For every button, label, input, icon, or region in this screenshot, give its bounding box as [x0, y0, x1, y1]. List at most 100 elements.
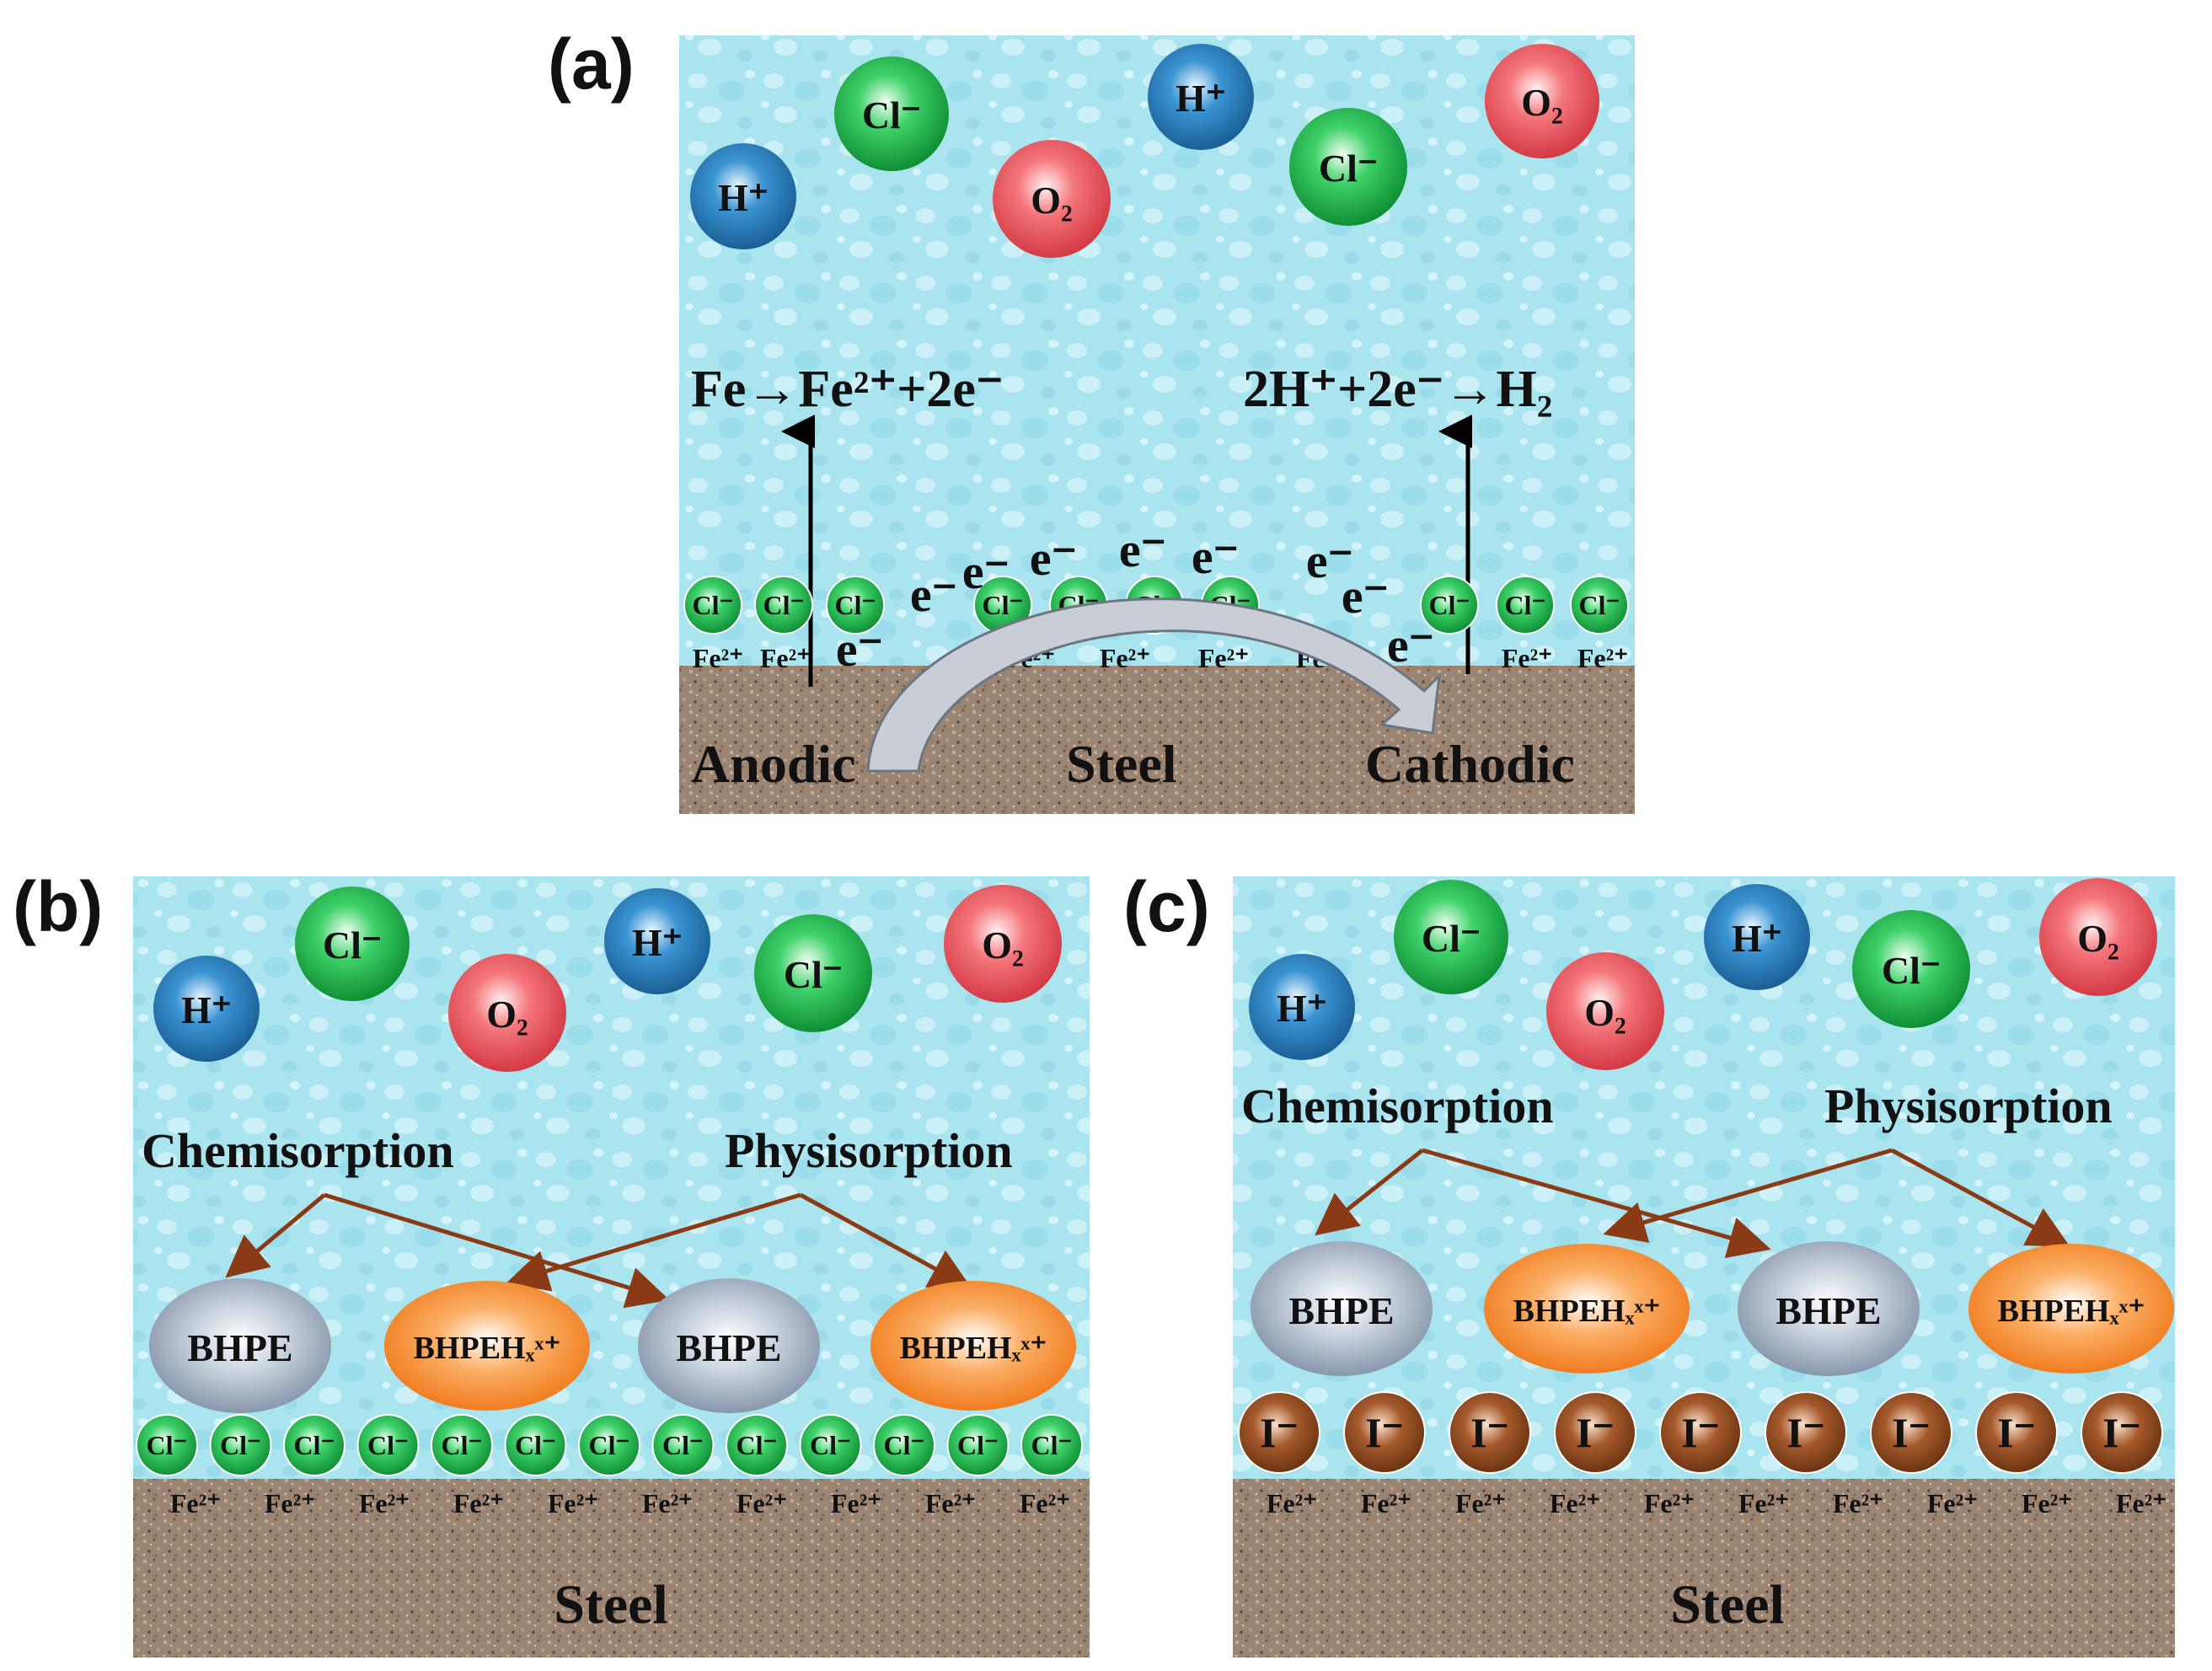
surface-iodide: I⁻ [1238, 1391, 1320, 1474]
ion-oxygen: O₂ [993, 140, 1111, 258]
surface-iodide: I⁻ [1659, 1391, 1742, 1474]
electron: e⁻ [962, 544, 1010, 599]
ferrous-ion: Fe²⁺ [1927, 1488, 1978, 1518]
surface-chloride: Cl⁻ [283, 1414, 345, 1476]
panel-b-label: (b) [13, 867, 103, 946]
svg-text:O₂: O₂ [982, 924, 1024, 967]
ion-chloride: Cl⁻ [754, 914, 872, 1032]
svg-text:H⁺: H⁺ [632, 921, 683, 964]
physisorption-arrow [1890, 1148, 2070, 1247]
svg-text:Cl⁻: Cl⁻ [693, 590, 734, 620]
svg-text:O₂: O₂ [2077, 917, 2119, 960]
ferrous-ion: Fe²⁺ [1198, 643, 1249, 673]
ion-chloride: Cl⁻ [1394, 880, 1508, 994]
ferrous-ion: Fe²⁺ [693, 643, 743, 673]
svg-text:Cl⁻: Cl⁻ [515, 1430, 556, 1460]
ferrous-ion: Fe²⁺ [170, 1488, 221, 1518]
ferrous-ion-row: Fe²⁺Fe²⁺Fe²⁺Fe²⁺Fe²⁺Fe²⁺Fe²⁺Fe²⁺Fe²⁺Fe²⁺ [170, 1488, 1070, 1518]
steel-region [133, 1479, 1090, 1658]
chemisorption-arrow [1422, 1148, 1771, 1259]
anodic-reaction: Fe→Fe²⁺+2e⁻ [691, 361, 1004, 418]
surface-iodide: I⁻ [1975, 1391, 2058, 1474]
ion-chloride: Cl⁻ [1289, 108, 1407, 226]
electron: e⁻ [910, 567, 957, 622]
electron: e⁻ [1342, 569, 1389, 624]
surface-chloride: Cl⁻ [1570, 576, 1629, 635]
surface-chloride: Cl⁻ [754, 576, 813, 635]
ferrous-ion: Fe²⁺ [1100, 643, 1150, 673]
svg-text:Cl⁻: Cl⁻ [323, 924, 382, 967]
chemisorption-arrow [324, 1192, 670, 1309]
svg-text:I⁻: I⁻ [2102, 1409, 2141, 1456]
svg-text:I⁻: I⁻ [1786, 1409, 1825, 1456]
electron: e⁻ [1119, 522, 1166, 577]
surface-chloride-row: Cl⁻Cl⁻Cl⁻Cl⁻Cl⁻Cl⁻Cl⁻Cl⁻Cl⁻Cl⁻Cl⁻Cl⁻Cl⁻ [136, 1414, 1083, 1476]
ion-chloride: Cl⁻ [834, 56, 949, 171]
svg-text:Cl⁻: Cl⁻ [810, 1430, 851, 1460]
physisorption-arrow [506, 1192, 801, 1292]
panel-c-label: (c) [1123, 867, 1210, 946]
ion-oxygen: O₂ [2039, 878, 2157, 996]
svg-text:H⁺: H⁺ [1176, 77, 1226, 120]
surface-iodide-row: I⁻I⁻I⁻I⁻I⁻I⁻I⁻I⁻I⁻ [1238, 1391, 2163, 1474]
steel-region [1233, 1479, 2175, 1658]
electron: e⁻ [1306, 533, 1353, 588]
svg-text:I⁻: I⁻ [1365, 1409, 1404, 1456]
svg-text:O₂: O₂ [1521, 81, 1563, 124]
svg-text:Cl⁻: Cl⁻ [1882, 949, 1941, 992]
svg-text:BHPE: BHPE [676, 1326, 781, 1369]
surface-iodide: I⁻ [1765, 1391, 1847, 1474]
electron: e⁻ [1030, 531, 1077, 586]
chemisorption-label: Chemisorption [142, 1123, 454, 1178]
surface-chloride: Cl⁻ [1496, 576, 1555, 635]
svg-text:BHPEHₓˣ⁺: BHPEHₓˣ⁺ [414, 1331, 561, 1366]
ion-proton: H⁺ [690, 143, 796, 249]
svg-text:Cl⁻: Cl⁻ [147, 1430, 188, 1460]
physisorption-label: Physisorption [725, 1123, 1013, 1178]
ion-oxygen: O₂ [1546, 952, 1664, 1070]
svg-text:H⁺: H⁺ [1732, 917, 1782, 960]
cathodic-reaction: 2H⁺+2e⁻→H₂ [1243, 361, 1552, 418]
svg-text:BHPEHₓˣ⁺: BHPEHₓˣ⁺ [1998, 1293, 2145, 1329]
anodic-label: Anodic [691, 734, 856, 794]
cathodic-label: Cathodic [1365, 734, 1575, 794]
bhpe-molecule: BHPE [1251, 1241, 1433, 1376]
ferrous-ion: Fe²⁺ [736, 1488, 787, 1518]
svg-text:Cl⁻: Cl⁻ [983, 590, 1024, 620]
svg-text:I⁻: I⁻ [1470, 1409, 1509, 1456]
surface-iodide: I⁻ [1449, 1391, 1531, 1474]
solution-region [679, 35, 1635, 666]
surface-iodide: I⁻ [2081, 1391, 2163, 1474]
svg-text:Cl⁻: Cl⁻ [784, 953, 843, 996]
electron: e⁻ [1192, 529, 1239, 584]
ferrous-ion: Fe²⁺ [548, 1488, 598, 1518]
svg-text:Cl⁻: Cl⁻ [662, 1430, 704, 1460]
surface-chloride: Cl⁻ [504, 1414, 567, 1476]
svg-text:H⁺: H⁺ [718, 176, 769, 219]
steel-label: Steel [1670, 1574, 1785, 1636]
physisorption-arrow [799, 1192, 972, 1289]
svg-text:Cl⁻: Cl⁻ [884, 1430, 925, 1460]
svg-text:I⁻: I⁻ [1997, 1409, 2036, 1456]
bhpeh-cation: BHPEHₓˣ⁺ [1484, 1244, 1690, 1374]
svg-text:Cl⁻: Cl⁻ [957, 1430, 999, 1460]
svg-text:BHPE: BHPE [1288, 1289, 1394, 1332]
svg-text:Cl⁻: Cl⁻ [1429, 590, 1470, 620]
ion-proton: H⁺ [1704, 884, 1810, 990]
surface-chloride: Cl⁻ [1420, 576, 1479, 635]
electron: e⁻ [836, 622, 883, 677]
ferrous-ion: Fe²⁺ [1020, 1488, 1070, 1518]
bhpeh-cation: BHPEHₓˣ⁺ [384, 1281, 590, 1411]
surface-chloride: Cl⁻ [799, 1414, 862, 1476]
ferrous-ion: Fe²⁺ [453, 1488, 504, 1518]
surface-chloride: Cl⁻ [209, 1414, 272, 1476]
chemisorption-label: Chemisorption [1241, 1079, 1554, 1133]
bhpe-molecule: BHPE [638, 1278, 820, 1413]
surface-iodide: I⁻ [1870, 1391, 1952, 1474]
panel-a-label: (a) [548, 24, 635, 104]
svg-text:Cl⁻: Cl⁻ [1319, 147, 1378, 190]
svg-text:BHPE: BHPE [187, 1326, 292, 1369]
chemisorption-arrow [225, 1193, 326, 1278]
svg-text:BHPEHₓˣ⁺: BHPEHₓˣ⁺ [900, 1331, 1047, 1366]
physisorption-arrow [1603, 1148, 1893, 1243]
